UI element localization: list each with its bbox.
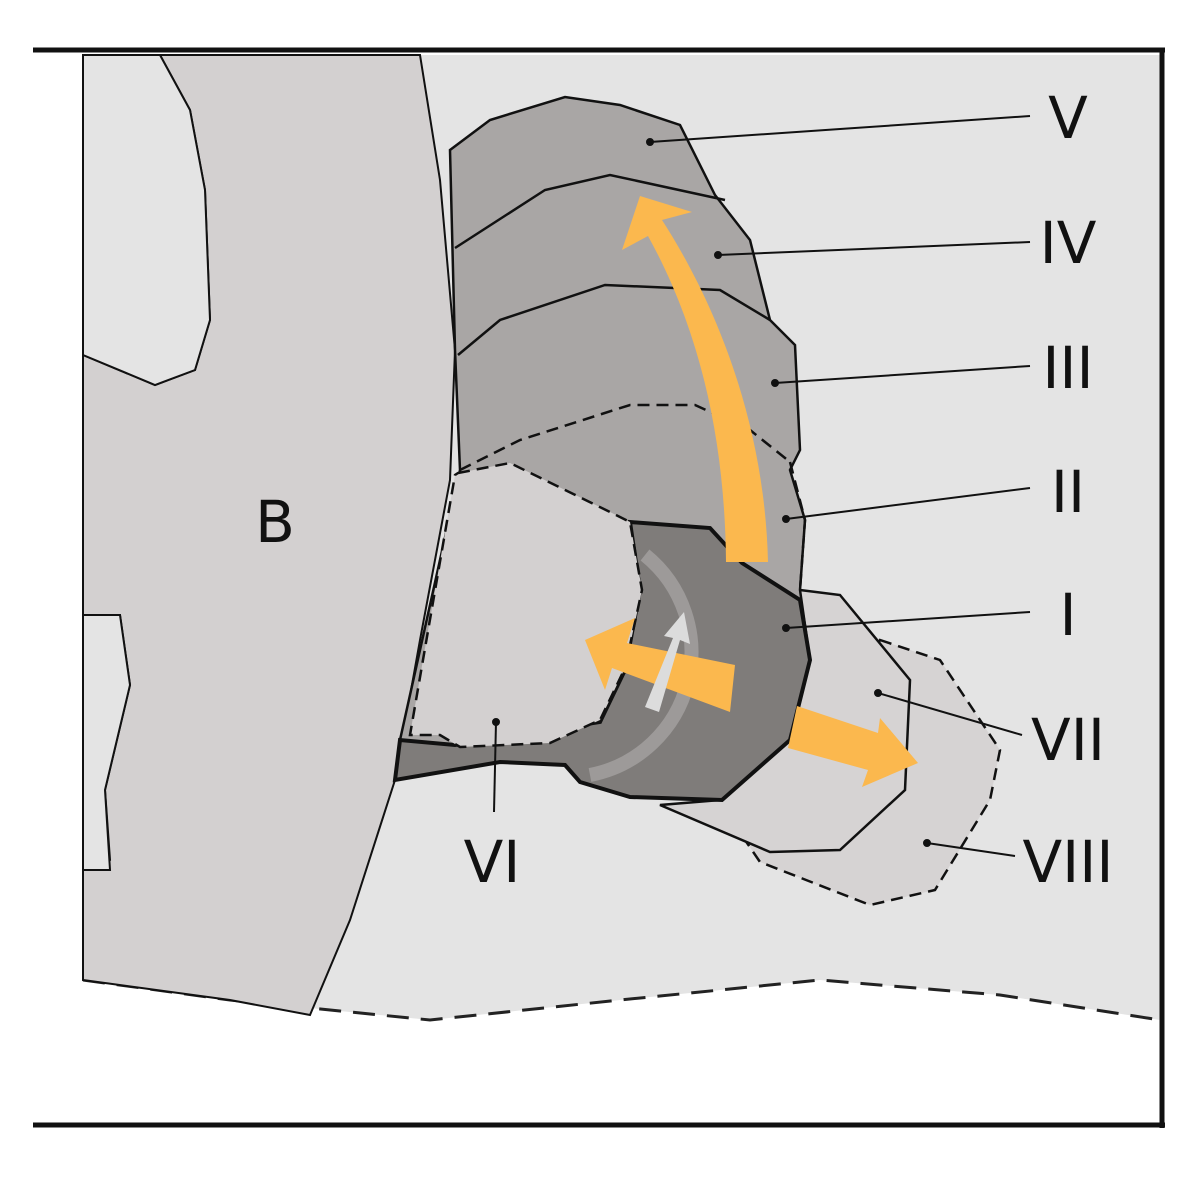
label-i: I <box>1059 581 1076 649</box>
small-white-arrow <box>645 612 690 712</box>
label-ii: II <box>1051 458 1085 526</box>
boundary-ii-right <box>788 461 807 591</box>
label-viii: VIII <box>1023 828 1114 896</box>
right-arrow <box>788 706 918 787</box>
label-v: V <box>1048 84 1088 152</box>
left-arrow <box>585 618 735 712</box>
leader-lines <box>492 115 1031 857</box>
label-iv: IV <box>1040 209 1097 277</box>
left-gap-top <box>82 54 212 387</box>
boundary-v-iv <box>454 173 726 250</box>
left-gap-bottom <box>82 614 132 871</box>
label-vii: VII <box>1031 706 1105 774</box>
region-vi <box>408 461 644 749</box>
frame <box>33 47 1165 1128</box>
label-iii: III <box>1042 334 1093 402</box>
curved-arrow <box>622 196 768 562</box>
label-b: B <box>255 488 295 556</box>
label-vi: VI <box>464 828 521 896</box>
boundary-iv-iii <box>457 283 771 356</box>
boundary-iii-ii <box>459 403 791 472</box>
